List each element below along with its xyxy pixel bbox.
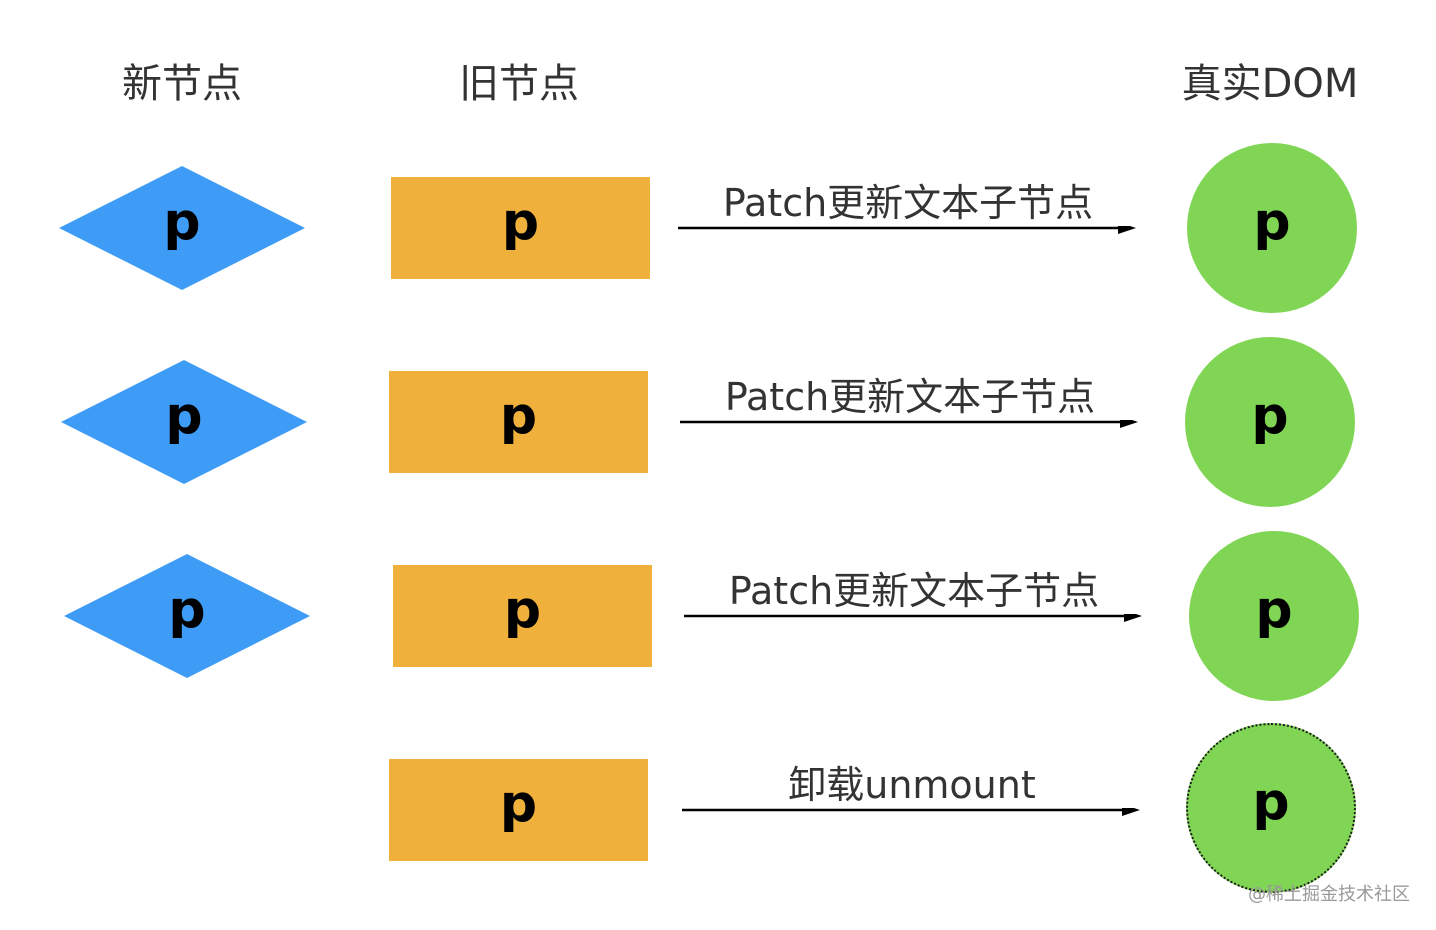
old-node-box: p <box>389 371 648 473</box>
new-node-diamond: p <box>64 554 310 678</box>
old-node-label: p <box>503 579 542 640</box>
arrow-label: 卸载unmount <box>788 763 1036 807</box>
arrow-label: Patch更新文本子节点 <box>724 375 1096 419</box>
dom-node-label: p <box>1252 771 1290 832</box>
patch-arrow: Patch更新文本子节点 <box>678 178 1138 258</box>
old-node-label: p <box>499 773 538 834</box>
dom-node-circle: p <box>1187 143 1357 313</box>
header-real-dom: 真实DOM <box>1181 61 1359 107</box>
new-node-diamond: p <box>61 360 307 484</box>
dom-node-circle: p <box>1189 531 1359 701</box>
header-old-nodes: 旧节点 <box>459 61 579 107</box>
new-node-label: p <box>163 191 201 252</box>
new-node-label: p <box>168 579 206 640</box>
arrow-label: Patch更新文本子节点 <box>728 569 1100 613</box>
dom-node-label: p <box>1255 579 1293 640</box>
old-node-box: p <box>389 759 648 861</box>
old-node-box: p <box>391 177 650 279</box>
arrow-label: Patch更新文本子节点 <box>722 181 1094 225</box>
header-new-nodes: 新节点 <box>122 61 242 107</box>
dom-node-circle-unmounted: p <box>1186 723 1356 893</box>
dom-node-label: p <box>1253 191 1291 252</box>
new-node-diamond: p <box>59 166 305 290</box>
old-node-label: p <box>501 191 540 252</box>
dom-node-circle: p <box>1185 337 1355 507</box>
dom-node-label: p <box>1251 385 1289 446</box>
watermark: @稀土掘金技术社区 <box>1248 884 1410 905</box>
patch-arrow: Patch更新文本子节点 <box>684 566 1144 646</box>
unmount-arrow: 卸载unmount <box>682 760 1142 840</box>
old-node-box: p <box>393 565 652 667</box>
old-node-label: p <box>499 385 538 446</box>
patch-arrow: Patch更新文本子节点 <box>680 372 1140 452</box>
new-node-label: p <box>165 385 203 446</box>
